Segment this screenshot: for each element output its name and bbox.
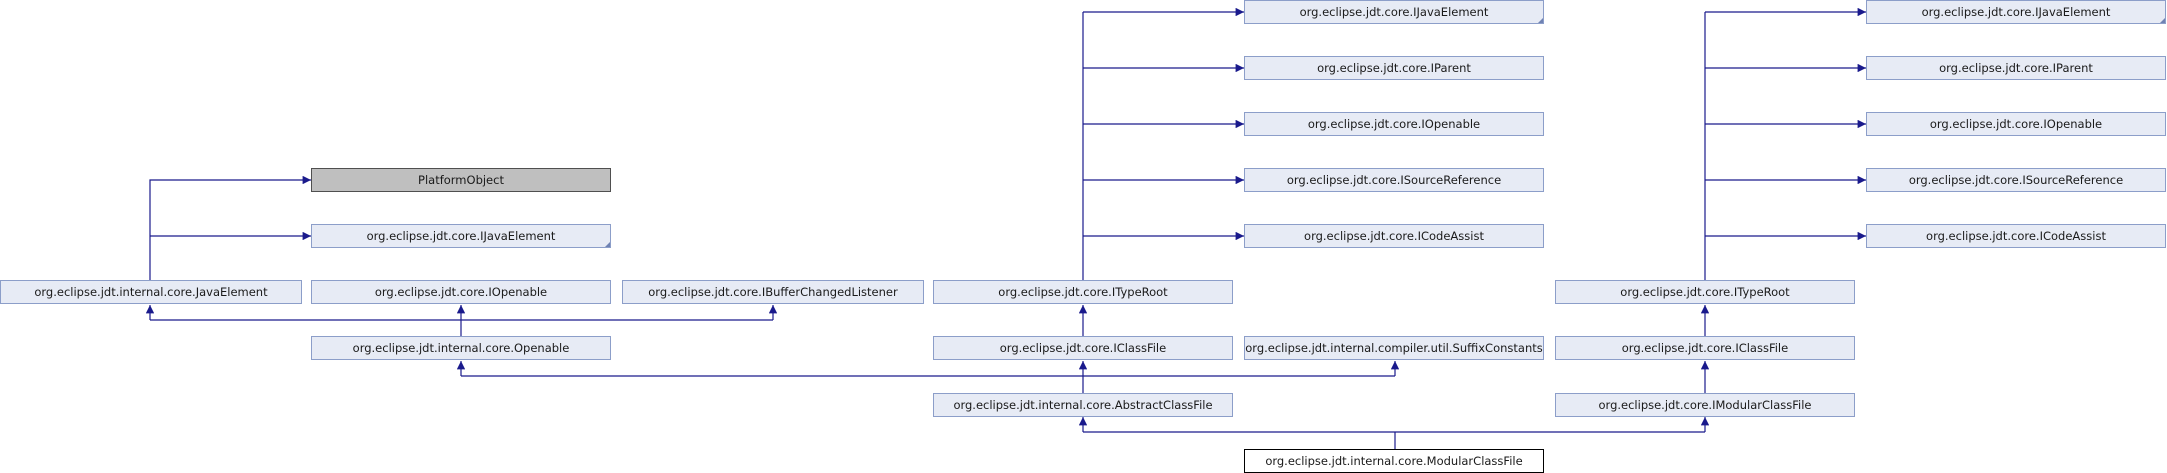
node-iclassfile-mid[interactable]: org.eclipse.jdt.core.IClassFile xyxy=(933,336,1233,360)
node-ibuffer-changed-listener[interactable]: org.eclipse.jdt.core.IBufferChangedListe… xyxy=(622,280,924,304)
node-icodeassist-right[interactable]: org.eclipse.jdt.core.ICodeAssist xyxy=(1866,224,2166,248)
node-ijavaelement-right[interactable]: org.eclipse.jdt.core.IJavaElement xyxy=(1866,0,2166,24)
node-abstract-class-file[interactable]: org.eclipse.jdt.internal.core.AbstractCl… xyxy=(933,393,1233,417)
node-java-element[interactable]: org.eclipse.jdt.internal.core.JavaElemen… xyxy=(0,280,302,304)
node-iclassfile-right[interactable]: org.eclipse.jdt.core.IClassFile xyxy=(1555,336,1855,360)
edge-javaelement-platformobject xyxy=(149,175,311,280)
node-iparent-right[interactable]: org.eclipse.jdt.core.IParent xyxy=(1866,56,2166,80)
node-isourcereference-mid[interactable]: org.eclipse.jdt.core.ISourceReference xyxy=(1244,168,1544,192)
node-isourcereference-right[interactable]: org.eclipse.jdt.core.ISourceReference xyxy=(1866,168,2166,192)
node-iopenable-mid[interactable]: org.eclipse.jdt.core.IOpenable xyxy=(1244,112,1544,136)
node-ijavaelement-mid[interactable]: org.eclipse.jdt.core.IJavaElement xyxy=(1244,0,1544,24)
node-platform-object: PlatformObject xyxy=(311,168,611,192)
node-iopenable-left[interactable]: org.eclipse.jdt.core.IOpenable xyxy=(311,280,611,304)
node-itype-root-right[interactable]: org.eclipse.jdt.core.ITypeRoot xyxy=(1555,280,1855,304)
node-modular-class-file: org.eclipse.jdt.internal.core.ModularCla… xyxy=(1244,449,1544,473)
node-suffix-constants[interactable]: org.eclipse.jdt.internal.compiler.util.S… xyxy=(1244,336,1544,360)
node-iparent-mid[interactable]: org.eclipse.jdt.core.IParent xyxy=(1244,56,1544,80)
node-icodeassist-mid[interactable]: org.eclipse.jdt.core.ICodeAssist xyxy=(1244,224,1544,248)
node-ijavaelement-left[interactable]: org.eclipse.jdt.core.IJavaElement xyxy=(311,224,611,248)
node-openable[interactable]: org.eclipse.jdt.internal.core.Openable xyxy=(311,336,611,360)
node-itype-root-mid[interactable]: org.eclipse.jdt.core.ITypeRoot xyxy=(933,280,1233,304)
node-imodular-class-file[interactable]: org.eclipse.jdt.core.IModularClassFile xyxy=(1555,393,1855,417)
node-iopenable-right[interactable]: org.eclipse.jdt.core.IOpenable xyxy=(1866,112,2166,136)
